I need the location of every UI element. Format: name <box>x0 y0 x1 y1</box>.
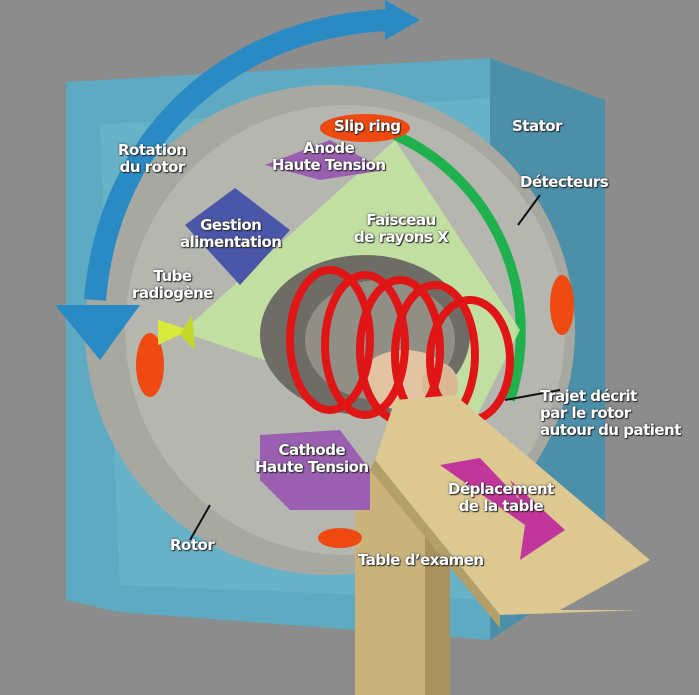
table-move-arrow <box>440 458 565 560</box>
rotation-arrowhead <box>55 305 140 360</box>
slip-ring-blob-right <box>550 275 574 335</box>
slip-ring-blob <box>320 114 410 142</box>
label-rotor: Rotor <box>170 536 215 554</box>
label-table: Table d’examen <box>358 551 484 569</box>
label-slip-ring: Slip ring <box>334 117 401 135</box>
slip-ring-blob-left <box>136 333 164 397</box>
xray-tube-2 <box>180 315 195 350</box>
slip-ring-blob-bottom <box>318 528 362 548</box>
label-detectors: Détecteurs <box>520 173 609 191</box>
rotation-arrow-tail <box>385 0 420 40</box>
power-box <box>185 188 290 285</box>
cathode-box <box>260 430 370 510</box>
xray-tube <box>158 320 190 345</box>
anode-box <box>265 140 385 180</box>
detector-arc <box>392 130 526 402</box>
pointer-lines <box>189 194 561 541</box>
rotation-arrow <box>84 9 401 301</box>
label-stator: Stator <box>512 117 562 135</box>
table-edge <box>370 460 500 628</box>
